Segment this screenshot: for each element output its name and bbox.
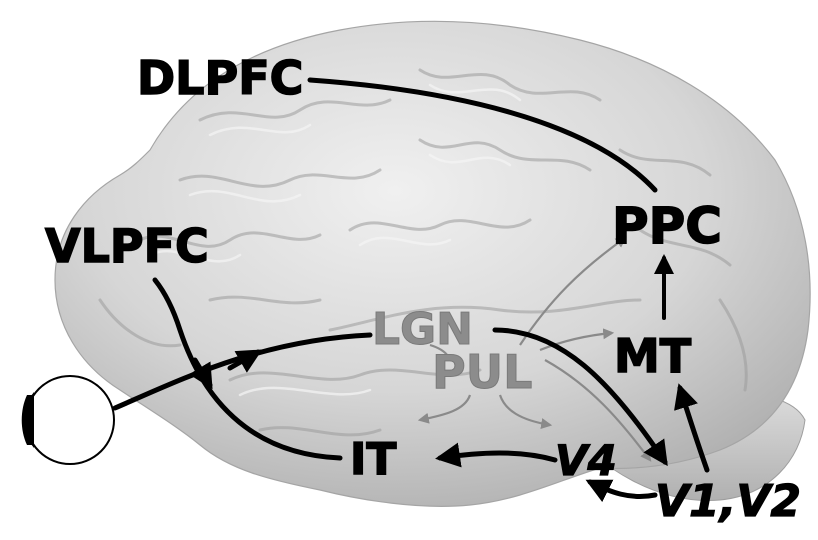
eye-icon <box>22 376 114 464</box>
label-dlpfc: DLPFC <box>137 51 303 105</box>
label-ppc: PPC <box>612 197 722 255</box>
label-pul: PUL <box>432 345 532 399</box>
label-v4: V4 <box>555 436 617 485</box>
label-mt: MT <box>614 329 692 383</box>
label-v1v2: V1,V2 <box>655 476 801 527</box>
label-it: IT <box>350 434 396 485</box>
label-vlpfc: VLPFC <box>45 219 209 273</box>
